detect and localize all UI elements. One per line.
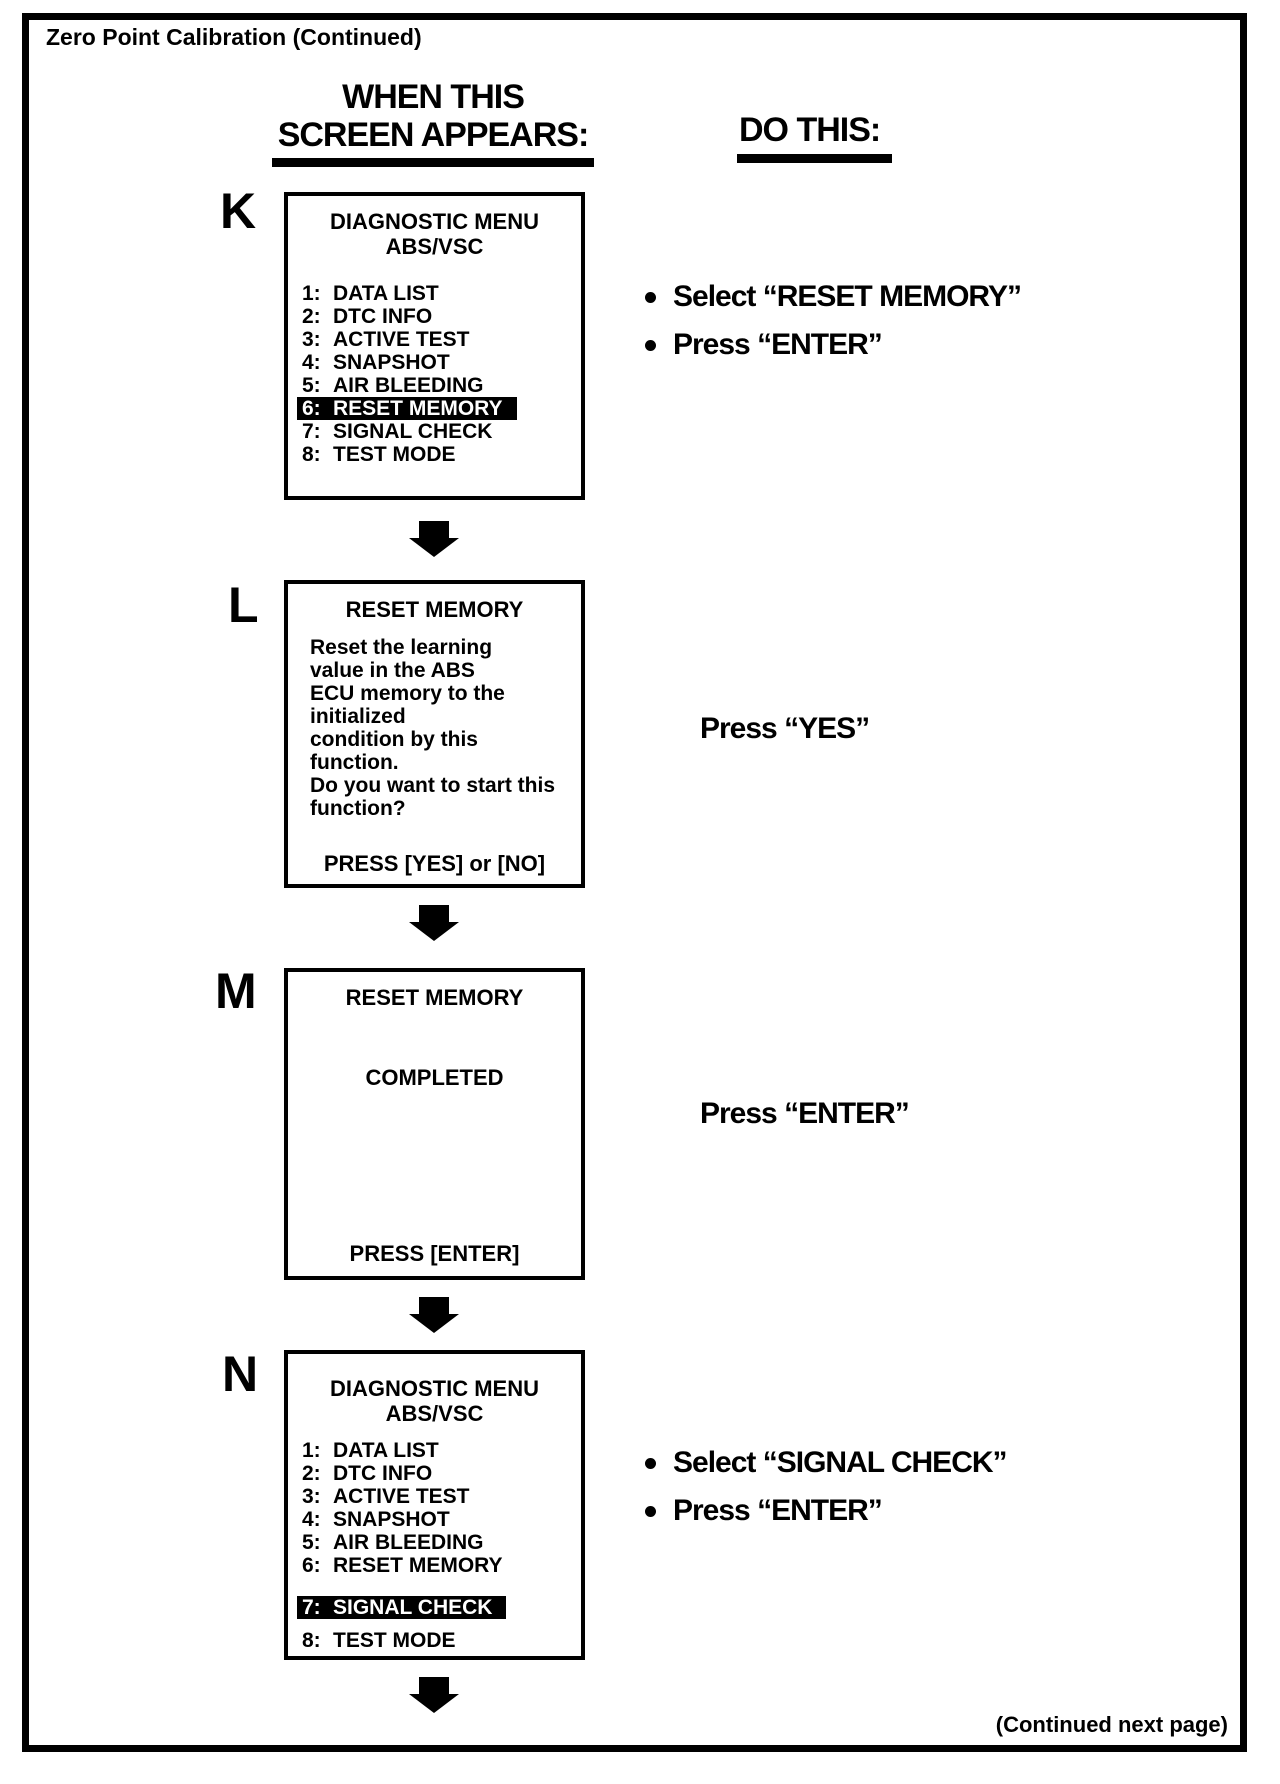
screen-title: RESET MEMORY (345, 985, 524, 1010)
menu-item-label: RESET MEMORY (333, 397, 503, 420)
screen-title: DIAGNOSTIC MENU ABS/VSC (288, 1376, 581, 1426)
menu-item-number: 1: (302, 282, 321, 305)
menu-item-label: DTC INFO (333, 305, 433, 328)
screen-title-line1: DIAGNOSTIC MENU (330, 209, 539, 234)
menu-item-number: 6: (302, 1554, 321, 1577)
menu-item-reset-memory: 6: RESET MEMORY (288, 1554, 581, 1577)
menu-list: 1: DATA LIST 2: DTC INFO 3: ACTIVE TEST 4: S… (288, 282, 581, 466)
menu-item-label: TEST MODE (333, 443, 456, 466)
action-press-enter: Press “ENTER” (645, 328, 1021, 362)
bullet-icon (645, 1505, 656, 1517)
menu-item-air-bleeding: 5: AIR BLEEDING (288, 1531, 581, 1554)
menu-item-number: 5: (302, 374, 321, 397)
flow-down-arrow-icon (409, 1677, 459, 1713)
menu-item-number: 6: (302, 397, 321, 420)
screen-message-body: Reset the learning value in the ABS ECU … (310, 636, 556, 820)
menu-item-label: SNAPSHOT (333, 351, 450, 374)
menu-item-test-mode: 8: TEST MODE (288, 1629, 581, 1652)
screen-title-line2: ABS/VSC (385, 234, 484, 259)
menu-item-number: 8: (302, 1629, 321, 1652)
menu-item-label: SNAPSHOT (333, 1508, 450, 1531)
screen-title-line1: DIAGNOSTIC MENU (330, 1376, 539, 1401)
menu-item-data-list: 1: DATA LIST (288, 282, 581, 305)
screen-m-reset-memory-completed: RESET MEMORY COMPLETED PRESS [ENTER] (284, 968, 585, 1280)
actions-step-n: Select “SIGNAL CHECK” Press “ENTER” (645, 1446, 1008, 1542)
page-border (22, 13, 1247, 1752)
action-text: Press “ENTER” (673, 1494, 883, 1527)
header-underline (272, 158, 594, 167)
menu-item-snapshot: 4: SNAPSHOT (288, 351, 581, 374)
menu-item-number: 3: (302, 1485, 321, 1508)
menu-item-signal-check: 7: SIGNAL CHECK (288, 420, 581, 443)
menu-item-number: 3: (302, 328, 321, 351)
menu-item-reset-memory-highlighted: 6: RESET MEMORY (288, 397, 581, 420)
menu-item-number: 4: (302, 351, 321, 374)
flow-down-arrow-icon (409, 905, 459, 941)
action-select-reset-memory: Select “RESET MEMORY” (645, 280, 1022, 314)
menu-item-number: 7: (302, 1596, 321, 1619)
column-header-screens-line2: SCREEN APPEARS: (277, 116, 590, 154)
flow-down-arrow-icon (409, 1297, 459, 1333)
screen-n-diagnostic-menu: DIAGNOSTIC MENU ABS/VSC 1: DATA LIST 2: DT… (284, 1350, 585, 1660)
menu-item-number: 2: (302, 1462, 321, 1485)
step-letter-n: N (222, 1346, 258, 1402)
menu-item-test-mode: 8: TEST MODE (288, 443, 581, 466)
menu-item-number: 4: (302, 1508, 321, 1531)
menu-item-label: AIR BLEEDING (333, 374, 484, 397)
column-header-screens: WHEN THIS SCREEN APPEARS: (233, 78, 633, 167)
menu-item-active-test: 3: ACTIVE TEST (288, 1485, 581, 1508)
menu-item-snapshot: 4: SNAPSHOT (288, 1508, 581, 1531)
menu-item-dtc-info: 2: DTC INFO (288, 1462, 581, 1485)
action-press-yes: Press “YES” (700, 712, 870, 745)
bullet-icon (645, 339, 656, 351)
menu-item-label: DTC INFO (333, 1462, 433, 1485)
column-header-screens-line1: WHEN THIS (342, 78, 525, 116)
action-text: Select “RESET MEMORY” (673, 280, 1022, 313)
screen-title: RESET MEMORY (345, 597, 524, 622)
column-header-actions: DO THIS: (739, 111, 881, 149)
menu-item-number: 1: (302, 1439, 321, 1462)
action-press-enter: Press “ENTER” (645, 1494, 1007, 1528)
bullet-icon (645, 1457, 656, 1469)
header-underline (737, 154, 892, 163)
menu-item-label: DATA LIST (333, 1439, 439, 1462)
menu-item-number: 5: (302, 1531, 321, 1554)
menu-item-air-bleeding: 5: AIR BLEEDING (288, 374, 581, 397)
flow-down-arrow-icon (409, 521, 459, 557)
menu-item-label: SIGNAL CHECK (333, 420, 493, 443)
action-select-signal-check: Select “SIGNAL CHECK” (645, 1446, 1008, 1480)
menu-item-label: DATA LIST (333, 282, 439, 305)
menu-item-data-list: 1: DATA LIST (288, 1439, 581, 1462)
screen-footer-prompt: PRESS [ENTER] (349, 1241, 520, 1266)
action-text: Press “ENTER” (673, 328, 883, 361)
menu-item-label: ACTIVE TEST (333, 1485, 470, 1508)
menu-item-label: TEST MODE (333, 1629, 456, 1652)
action-text: Select “SIGNAL CHECK” (673, 1446, 1008, 1479)
screen-status-text: COMPLETED (365, 1065, 504, 1090)
screen-title: DIAGNOSTIC MENU ABS/VSC (288, 209, 581, 259)
step-letter-k: K (220, 183, 256, 239)
menu-item-number: 7: (302, 420, 321, 443)
screen-footer-prompt: PRESS [YES] or [NO] (323, 851, 546, 876)
bullet-icon (645, 291, 656, 303)
page-title: Zero Point Calibration (Continued) (46, 24, 422, 50)
actions-step-k: Select “RESET MEMORY” Press “ENTER” (645, 280, 1022, 376)
menu-item-label: AIR BLEEDING (333, 1531, 484, 1554)
menu-item-label: RESET MEMORY (333, 1554, 503, 1577)
screen-k-diagnostic-menu: DIAGNOSTIC MENU ABS/VSC 1: DATA LIST 2: DT… (284, 192, 585, 500)
menu-item-label: SIGNAL CHECK (333, 1596, 493, 1619)
screen-l-reset-memory-confirm: RESET MEMORY Reset the learning value in… (284, 580, 585, 888)
step-letter-l: L (228, 577, 259, 633)
step-letter-m: M (215, 963, 257, 1019)
menu-item-signal-check-highlighted: 7: SIGNAL CHECK (288, 1596, 581, 1619)
screen-title-line2: ABS/VSC (385, 1401, 484, 1426)
continued-note: (Continued next page) (995, 1712, 1228, 1737)
menu-item-number: 2: (302, 305, 321, 328)
menu-item-active-test: 3: ACTIVE TEST (288, 328, 581, 351)
action-press-enter: Press “ENTER” (700, 1097, 910, 1130)
menu-item-dtc-info: 2: DTC INFO (288, 305, 581, 328)
menu-item-number: 8: (302, 443, 321, 466)
menu-item-label: ACTIVE TEST (333, 328, 470, 351)
menu-list: 1: DATA LIST 2: DTC INFO 3: ACTIVE TEST 4: S… (288, 1439, 581, 1652)
